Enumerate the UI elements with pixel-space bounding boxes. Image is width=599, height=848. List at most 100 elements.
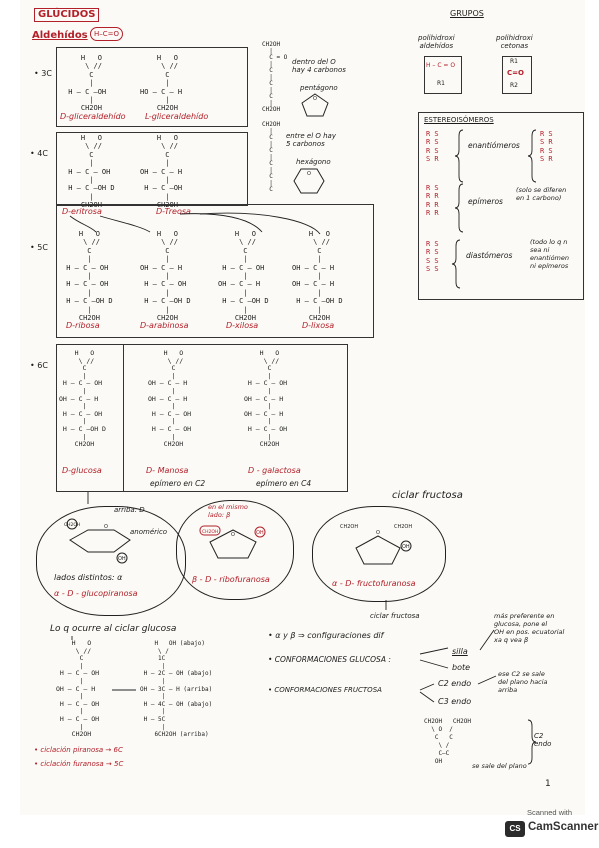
d-xylose-structure: H O \ // C | H – C – OH | OH – C – H | H… [218, 230, 269, 323]
same-side-note: en el mismo lado: β [208, 503, 248, 519]
cyclize-fructose-title: ciclar fructosa [392, 490, 463, 501]
small-fructose-ring: CH2OH CH2OH \ O / C C \ / C–C OH [424, 718, 471, 765]
chair-conformation: silla [452, 647, 468, 656]
ketose-group-label: polihidroxi cetonas [496, 34, 533, 50]
page-number: 1 [545, 779, 551, 789]
cyclize-fructose-label: ciclar fructosa [370, 612, 420, 620]
row-3c: • 3C [34, 69, 52, 78]
ketose-r2: R2 [510, 82, 518, 89]
svg-text:CH2OH: CH2OH [202, 529, 218, 535]
d-glyceraldehyde-structure: H O \ // C | H – C –OH | CH2OH [68, 54, 107, 113]
anomeric-note: anomérico [130, 528, 168, 536]
stereoisomer-box [418, 112, 584, 300]
ketose-chain-1: CH2OH | C = O | C | C | C | CH2OH [262, 41, 288, 113]
aldose-group-label: polihidroxi aldehídos [418, 34, 455, 50]
alpha-beta-note: • α y β ⇒ configuraciones dif [268, 631, 384, 640]
ketose-note-1: dentro del O hay 4 carbonos [292, 58, 346, 74]
diastereomer-note: (todo lo q n sea ni enantiómen ni epímer… [530, 238, 570, 270]
aldehyde-glyph: H–C=O [90, 27, 124, 41]
ketose-note-2b: hexágono [296, 158, 331, 166]
c3-endo: C3 endo [438, 697, 472, 706]
row-6c: • 6C [30, 361, 48, 370]
ribofuranose-blob [176, 500, 294, 600]
fructose-conformations: • CONFORMACIONES FRUCTOSA [268, 686, 382, 694]
glucopyranose-ring: CH2OH OH O [60, 518, 140, 568]
svg-text:CH2OH: CH2OH [394, 524, 412, 530]
page-title: GLÚCIDOS [34, 8, 100, 22]
d-threose-structure: H O \ // C | OH – C – H | H – C –OH | CH… [140, 134, 183, 210]
svg-text:CH2OH: CH2OH [64, 522, 80, 528]
svg-text:OH: OH [118, 556, 126, 562]
aldose-r: R1 [437, 80, 445, 87]
notebook-page [20, 0, 585, 815]
aldose-formula: H – C = O [426, 62, 456, 69]
l-glyceraldehyde-label: L-gliceraldehído [145, 112, 209, 121]
furanose-cyclization-note: • ciclación furanosa → 5C [34, 760, 124, 768]
d-ribose-label: D-ribosa [66, 321, 100, 330]
fructofuranose-blob [312, 506, 446, 602]
diastereomer-label: diastómeros [466, 251, 513, 260]
camscanner-logo-icon: CS [505, 821, 525, 837]
box-4c [56, 132, 248, 206]
c2-endo-note: ese C2 se sale del plano hacia arriba [498, 670, 548, 694]
d-galactose-label: D - galactosa [248, 466, 301, 475]
scanned-with-text: Scanned with [527, 808, 573, 817]
c2-endo: C2 endo [438, 679, 472, 688]
diastereomer-pairs: R S R S S S S S [426, 240, 439, 274]
d-galactose-structure: H O \ // C | H – C – OH | OH – C – H | O… [244, 349, 288, 449]
d-erythrose-structure: H O \ // C | H – C – OH | H – C –OH D | … [68, 134, 115, 210]
hexagon-icon: O [292, 166, 326, 200]
svg-text:O: O [307, 171, 311, 177]
box-3c [56, 47, 248, 127]
stereoisomer-title: ESTEREOISÓMEROS [424, 116, 494, 124]
ketose-note-2: entre el O hay 5 carbonos [286, 132, 336, 148]
aldose-group-box [424, 56, 462, 94]
chair-note: más preferente en glucosa, pone el OH en… [494, 612, 565, 644]
alpha-d-fructofuranose-label: α - D- fructofuranosa [332, 579, 416, 588]
d-arabinose-label: D-arabinosa [140, 321, 189, 330]
d-mannose-label: D- Manosa [146, 466, 189, 475]
different-sides-note: lados distintos: α [54, 573, 123, 582]
svg-text:O: O [231, 532, 235, 538]
box-5c [56, 204, 374, 338]
row-5c: • 5C [30, 243, 48, 252]
svg-text:OH: OH [402, 544, 410, 550]
d-lyxose-label: D-lixosa [302, 321, 335, 330]
d-glucose-label: D-glucosa [62, 466, 102, 475]
d-glucose-structure: H O \ // C | H – C – OH | OH – C – H | H… [59, 349, 106, 449]
d-arabinose-structure: H O \ // C | OH – C – H | H – C – OH | H… [140, 230, 191, 323]
ketose-r1: R1 [510, 58, 518, 65]
enantiomer-mirror: R S S R R S S R [540, 130, 553, 164]
d-threose-label: D-Treosa [156, 207, 191, 216]
ketose-group-box [502, 56, 532, 94]
cyclize-glucose-heading: Lo q ocurre al ciclar glucosa [50, 624, 177, 634]
d-erythrose-label: D-eritrosa [62, 207, 102, 216]
ketose-chain-2: CH2OH | C | C | C | C | C [262, 121, 281, 193]
alpha-d-glucopyranose-label: α - D - glucopiranosa [54, 589, 138, 598]
svg-text:CH2OH: CH2OH [340, 524, 358, 530]
closed-glucose-chain: H OH (abajo) \ / 1C | H – 2C – OH (abajo… [140, 640, 213, 739]
boat-conformation: bote [452, 663, 471, 672]
epimer-pairs: R S R R R R R R [426, 184, 439, 218]
mannose-epimer-note: epímero en C2 [150, 479, 206, 488]
arriba-note: arriba: D [114, 506, 145, 514]
box-glucose [56, 344, 124, 492]
ketose-note-1b: pentágono [300, 84, 338, 92]
d-xylose-label: D-xilosa [226, 321, 259, 330]
svg-text:O: O [104, 524, 108, 530]
glucose-conformations: • CONFORMACIONES GLUCOSA : [268, 655, 391, 664]
c2-endo-label: C2 endo [534, 732, 552, 748]
ribofuranose-ring: O CH2OH OH [198, 524, 268, 568]
svg-text:O: O [376, 530, 380, 536]
out-of-plane-note: se sale del plano [472, 762, 527, 770]
galactose-epimer-note: epímero en C4 [256, 479, 312, 488]
enantiomer-pairs: R S R S R S S R [426, 130, 439, 164]
d-lyxose-structure: H O \ // C | OH – C – H | OH – C – H | H… [292, 230, 343, 323]
d-glyceraldehyde-label: D-gliceraldehído [60, 112, 126, 121]
beta-d-ribofuranose-label: β - D - ribofuranosa [192, 575, 270, 584]
ketose-formula: C=O [507, 69, 524, 77]
row-4c: • 4C [30, 149, 48, 158]
d-mannose-structure: H O \ // C | OH – C – H | OH – C – H | H… [148, 349, 192, 449]
camscanner-name: CamScanner [528, 821, 599, 833]
